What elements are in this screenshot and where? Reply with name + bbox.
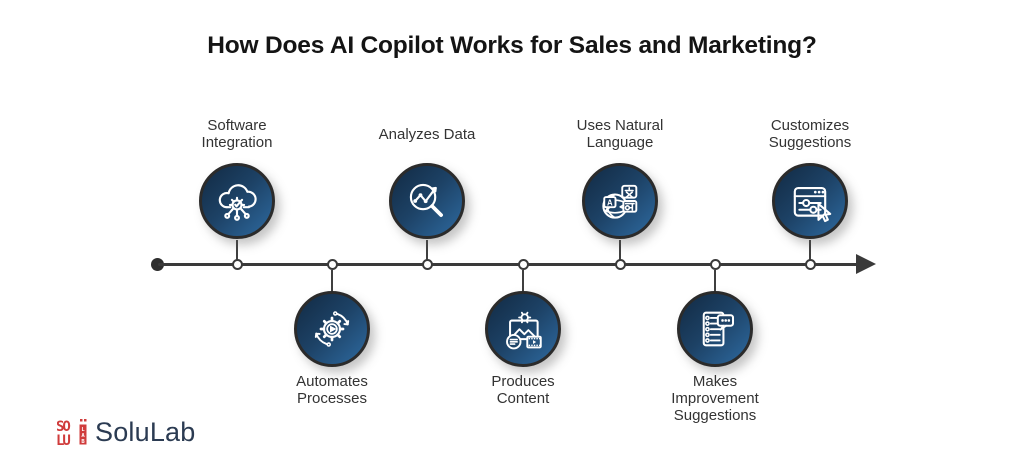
solulab-logo-icon: SO LU L A B xyxy=(57,418,87,448)
cloud-gear-network-icon xyxy=(218,184,257,221)
magnifier-chart-icon xyxy=(409,183,443,217)
svg-text:L: L xyxy=(81,427,85,433)
settings-panel-cursor-icon xyxy=(793,186,832,223)
connector-stem xyxy=(236,240,239,260)
timeline-node xyxy=(422,259,433,270)
step-bubble-software-integration xyxy=(199,163,275,239)
connector-stem xyxy=(331,270,334,292)
step-bubble-automates-processes xyxy=(294,291,370,367)
step-bubble-produces-content xyxy=(485,291,561,367)
timeline-node xyxy=(518,259,529,270)
step-bubble-uses-natural-language: A xyxy=(582,163,658,239)
step-label-automates-processes: Automates Processes xyxy=(296,373,368,407)
checklist-chat-icon xyxy=(702,311,735,347)
timeline-node xyxy=(615,259,626,270)
step-label-makes-improvement-suggestions: Makes Improvement Suggestions xyxy=(671,373,759,424)
step-bubble-customizes-suggestions xyxy=(772,163,848,239)
svg-text:A: A xyxy=(607,198,613,207)
connector-stem xyxy=(522,270,525,292)
connector-stem xyxy=(809,240,812,260)
svg-text:B: B xyxy=(81,439,85,445)
svg-text:A: A xyxy=(81,433,85,439)
timeline-node xyxy=(232,259,243,270)
svg-text:LU: LU xyxy=(57,433,70,448)
translation-globe-icon: A xyxy=(602,184,638,219)
timeline-line xyxy=(158,263,858,266)
step-label-customizes-suggestions: Customizes Suggestions xyxy=(768,117,852,151)
timeline-arrow-icon xyxy=(856,254,876,274)
step-label-uses-natural-language: Uses Natural Language xyxy=(576,117,664,151)
timeline-start-dot xyxy=(151,258,164,271)
page-title: How Does AI Copilot Works for Sales and … xyxy=(207,32,817,59)
connector-stem xyxy=(619,240,622,260)
connector-stem xyxy=(426,240,429,260)
connector-stem xyxy=(714,270,717,292)
step-bubble-analyzes-data xyxy=(389,163,465,239)
brand-logo: SO LU L A B SoluLab xyxy=(57,417,196,448)
media-content-icon xyxy=(506,311,542,350)
step-label-produces-content: Produces Content xyxy=(491,373,555,407)
step-label-software-integration: Software Integration xyxy=(201,117,273,151)
brand-name: SoluLab xyxy=(95,417,196,447)
timeline-node xyxy=(327,259,338,270)
svg-text:SO: SO xyxy=(57,419,70,435)
step-label-analyzes-data: Analyzes Data xyxy=(378,125,476,143)
gear-play-cycle-icon xyxy=(314,311,350,347)
timeline-node xyxy=(710,259,721,270)
timeline-node xyxy=(805,259,816,270)
step-bubble-makes-improvement-suggestions xyxy=(677,291,753,367)
